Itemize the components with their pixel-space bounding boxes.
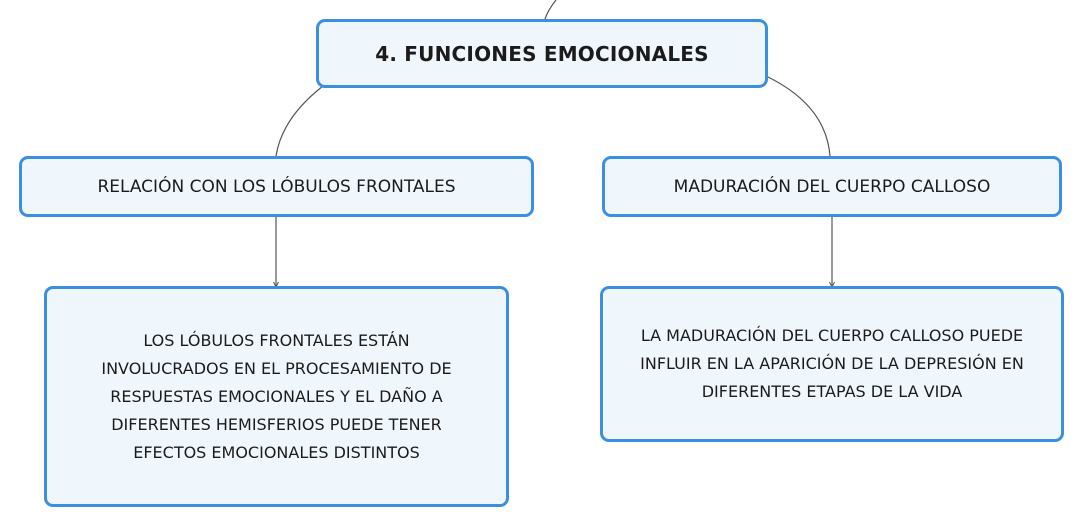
branch-node-frontal-lobes[interactable]: RELACIÓN CON LOS LÓBULOS FRONTALES bbox=[19, 156, 534, 217]
connector-root-to-right-branch bbox=[765, 75, 831, 157]
branch-node-label: RELACIÓN CON LOS LÓBULOS FRONTALES bbox=[97, 176, 456, 197]
root-node[interactable]: 4. FUNCIONES EMOCIONALES bbox=[316, 19, 768, 88]
detail-text-line: INFLUIR EN LA APARICIÓN DE LA DEPRESIÓN … bbox=[640, 354, 1024, 373]
detail-text-line: LA MADURACIÓN DEL CUERPO CALLOSO PUEDE bbox=[640, 326, 1024, 345]
detail-text-line: DIFERENTES ETAPAS DE LA VIDA bbox=[701, 382, 963, 401]
root-node-label: 4. FUNCIONES EMOCIONALES bbox=[375, 41, 709, 66]
connector-root-to-left-branch bbox=[275, 85, 324, 157]
detail-text-line: RESPUESTAS EMOCIONALES Y EL DAÑO A bbox=[110, 386, 443, 406]
detail-text-line: LOS LÓBULOS FRONTALES ESTÁN bbox=[143, 330, 410, 350]
detail-text-line: EFECTOS EMOCIONALES DISTINTOS bbox=[133, 442, 420, 462]
detail-node-corpus-callosum[interactable]: LA MADURACIÓN DEL CUERPO CALLOSO PUEDE I… bbox=[600, 286, 1064, 442]
branch-node-corpus-callosum[interactable]: MADURACIÓN DEL CUERPO CALLOSO bbox=[602, 156, 1062, 217]
branch-node-label: MADURACIÓN DEL CUERPO CALLOSO bbox=[673, 176, 991, 197]
connector-parent-to-root bbox=[544, 0, 557, 20]
detail-text-line: DIFERENTES HEMISFERIOS PUEDE TENER bbox=[111, 414, 442, 434]
detail-text: LOS LÓBULOS FRONTALES ESTÁN INVOLUCRADOS… bbox=[101, 327, 451, 467]
detail-text-line: INVOLUCRADOS EN EL PROCESAMIENTO DE bbox=[101, 358, 452, 378]
detail-node-frontal-lobes[interactable]: LOS LÓBULOS FRONTALES ESTÁN INVOLUCRADOS… bbox=[44, 286, 509, 507]
detail-text: LA MADURACIÓN DEL CUERPO CALLOSO PUEDE I… bbox=[640, 322, 1024, 406]
